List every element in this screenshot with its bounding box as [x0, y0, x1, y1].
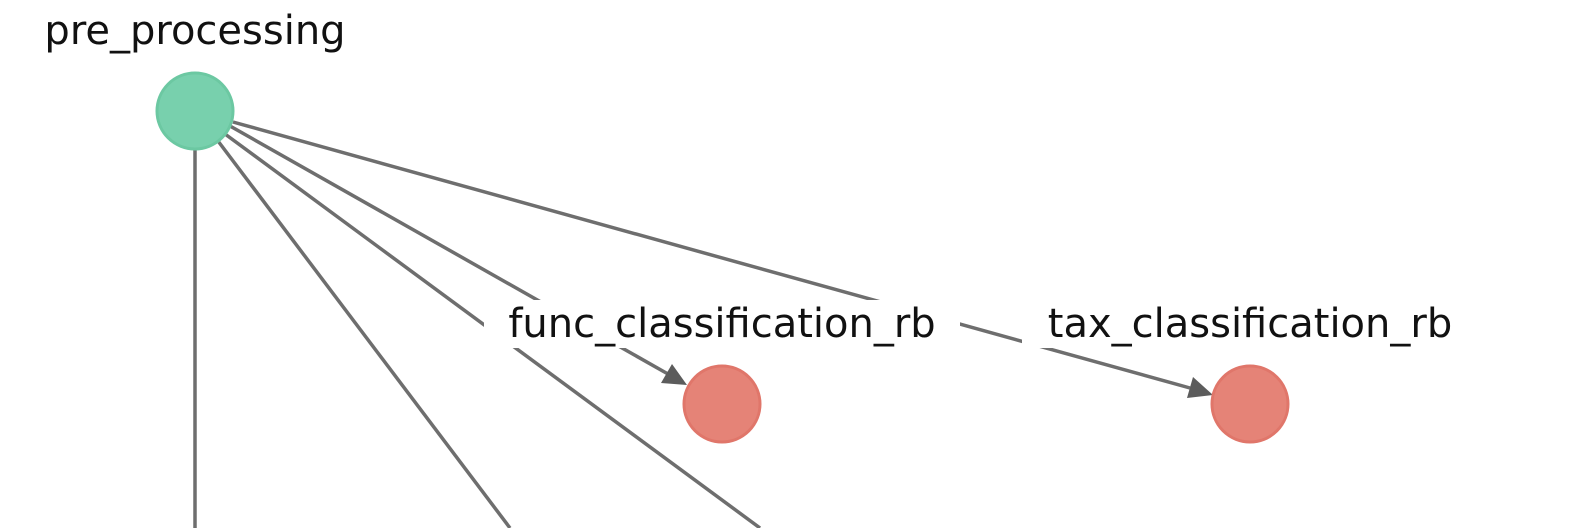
arrowhead-tax-classification-rb — [1187, 377, 1213, 398]
node-pre-processing[interactable] — [155, 71, 235, 151]
edge-pre-processing-to-tax-classification-rb — [232, 120, 1191, 390]
node-label-tax-classification-rb: tax_classification_rb — [1048, 301, 1452, 347]
node-label-pre-processing: pre_processing — [44, 8, 345, 54]
edge-pre-processing-to-offscreen-2 — [216, 139, 512, 528]
label-bg-tax-classification-rb — [1022, 300, 1478, 348]
node-label-func-classification-rb: func_classification_rb — [508, 301, 935, 347]
node-tax-classification-rb[interactable] — [1210, 364, 1290, 444]
node-func-classification-rb[interactable] — [682, 364, 762, 444]
arrowhead-func-classification-rb — [661, 364, 687, 385]
label-bg-func-classification-rb — [484, 300, 960, 348]
